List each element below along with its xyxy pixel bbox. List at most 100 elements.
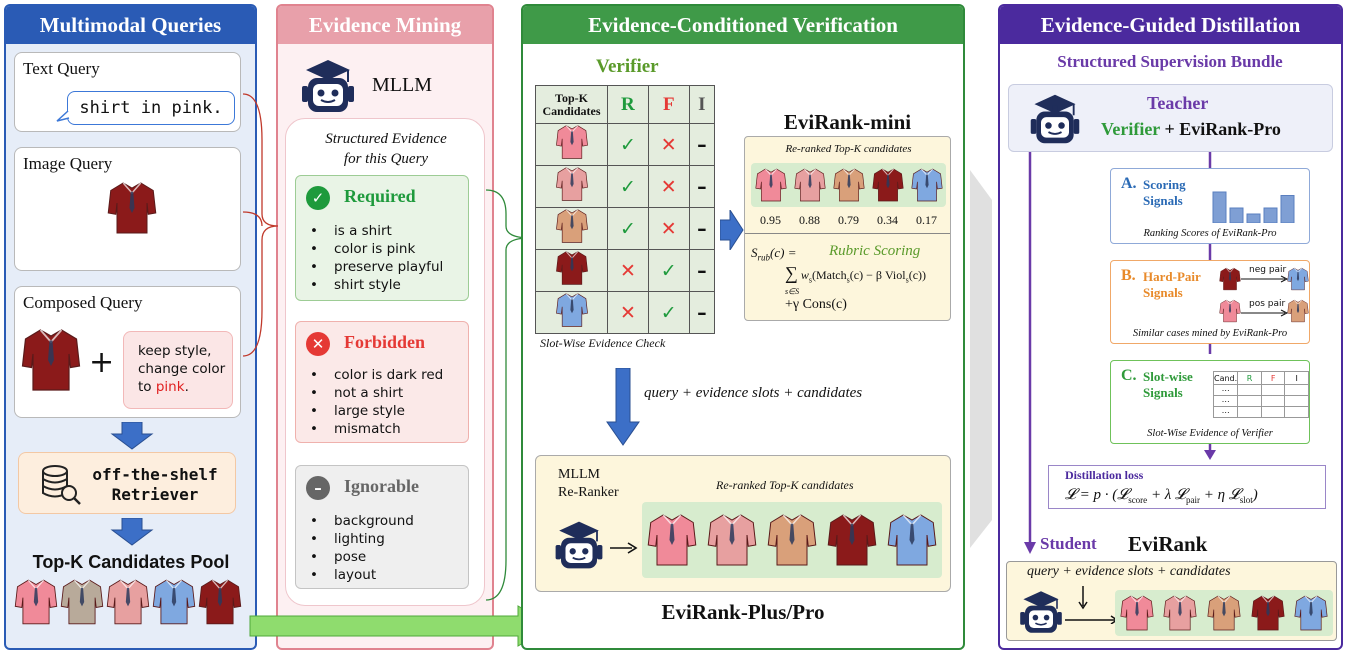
table-row: ✕ ✓ – xyxy=(535,291,716,334)
divider xyxy=(745,233,950,234)
signal-title-line: Signals xyxy=(1143,193,1183,208)
instruction-text: to xyxy=(138,379,156,395)
formula-part: (c)) xyxy=(908,268,927,282)
retriever-label: off-the-shelf Retriever xyxy=(85,465,225,505)
patterned-shirt-image xyxy=(555,208,589,244)
formula-part: s xyxy=(846,275,850,285)
verifier-label: Verifier xyxy=(1101,119,1160,139)
cell xyxy=(1260,395,1286,407)
loss-part: ) xyxy=(1252,487,1258,503)
blue-shirt-image xyxy=(1287,267,1309,291)
bundle-title: Structured Supervision Bundle xyxy=(1057,52,1283,71)
cell xyxy=(1237,395,1262,407)
teacher-box: Teacher Verifier + EviRank-Pro xyxy=(1008,84,1333,152)
pro-label: EviRank-Pro xyxy=(1179,119,1281,139)
i-cell: – xyxy=(688,207,716,250)
required-card: ✓ Required is a shirt color is pink pres… xyxy=(295,175,469,301)
formula-sum-sub: s∈S xyxy=(785,287,800,296)
pos-pair-label: pos pair xyxy=(1249,299,1286,309)
arrow-icon xyxy=(1241,275,1289,283)
ignorable-header: I xyxy=(688,85,716,124)
evidence-item: shirt style xyxy=(308,276,443,294)
loss-part: pair xyxy=(1185,495,1200,505)
teacher-label: Teacher xyxy=(1147,93,1209,113)
formula-lhs: Srub(c) = xyxy=(751,245,796,263)
arrow-icon xyxy=(1241,309,1289,317)
formula-line2: ∑ ws(Matchs(c) − β Viols(c)) xyxy=(785,263,926,284)
evirank-mini-title: EviRank-mini xyxy=(783,110,912,134)
dark-red-shirt-image xyxy=(1219,267,1241,291)
ignorable-list: background lighting pose layout xyxy=(308,512,414,584)
signal-letter: B. xyxy=(1121,267,1136,284)
teacher-models: Verifier + EviRank-Pro xyxy=(1101,119,1281,140)
evidence-item: color is pink xyxy=(308,240,443,258)
candidates-pool-title: Top-K Candidates Pool xyxy=(32,552,230,572)
formula-part: (c) = xyxy=(770,245,797,260)
arrow-icon xyxy=(610,542,638,554)
evidence-item: large style xyxy=(308,402,443,420)
reranker-box: MLLM Re-Ranker Re-ranked Top-K candidate… xyxy=(535,455,951,592)
text-query-label: Text Query xyxy=(23,59,100,78)
loss-title: Distillation loss xyxy=(1065,468,1144,482)
forbidden-card: ✕ Forbidden color is dark red not a shir… xyxy=(295,321,469,443)
evidence-item: not a shirt xyxy=(308,384,443,402)
title-line: Structured Evidence xyxy=(325,131,447,147)
loss-formula: 𝓛 = p · (𝓛score + λ 𝓛pair + η 𝓛slot) xyxy=(1065,486,1258,505)
table-row: ✓ ✕ – xyxy=(535,207,716,250)
mini-scores: 0.95 0.88 0.79 0.34 0.17 xyxy=(751,213,946,228)
robot-icon xyxy=(1027,91,1083,147)
f-cell: ✓ xyxy=(647,291,690,334)
signal-caption: Similar cases mined by EviRank-Pro xyxy=(1132,328,1288,339)
ignorable-card: – Ignorable background lighting pose lay… xyxy=(295,465,469,589)
right-arrow-icon xyxy=(720,210,744,250)
evidence-item: mismatch xyxy=(308,420,443,438)
formula-part: S xyxy=(751,245,758,260)
plus-label: + xyxy=(1159,119,1180,139)
dark-red-shirt-image xyxy=(872,167,904,203)
signal-caption: Ranking Scores of EviRank-Pro xyxy=(1143,228,1277,239)
panel-title: Evidence Mining xyxy=(278,6,492,44)
cell xyxy=(1260,384,1286,396)
required-header: R xyxy=(607,85,649,124)
robot-icon xyxy=(1017,588,1065,636)
slot-check-caption: Slot-Wise Evidence Check xyxy=(540,336,666,350)
i-cell: – xyxy=(688,249,716,292)
i-cell: – xyxy=(688,165,716,208)
f-cell: ✕ xyxy=(647,165,690,208)
signal-title-line: Slot-wise xyxy=(1143,369,1193,384)
ignorable-title: Ignorable xyxy=(344,476,420,496)
instruction-text: . xyxy=(184,379,189,395)
retriever-box: off-the-shelf Retriever xyxy=(18,452,236,514)
student-input: query + evidence slots + candidates xyxy=(1027,564,1231,579)
forbidden-list: color is dark red not a shirt large styl… xyxy=(308,366,443,438)
panel-title: Evidence-Conditioned Verification xyxy=(523,6,963,44)
text-query-box: Text Query shirt in pink. xyxy=(14,52,241,132)
loss-part: + λ 𝓛 xyxy=(1147,487,1186,503)
table-row: ✕ ✓ – xyxy=(535,249,716,292)
patterned-shirt-image xyxy=(1207,593,1241,633)
text-query-bubble: shirt in pink. xyxy=(67,91,235,125)
signal-title-line: Hard-Pair xyxy=(1143,269,1201,284)
f-cell: ✕ xyxy=(647,123,690,166)
down-arrow-icon xyxy=(110,518,154,546)
reranker-caption: Re-ranked Top-K candidates xyxy=(716,478,854,492)
plaid-shirt-image xyxy=(1163,593,1197,633)
r-cell: ✕ xyxy=(607,291,649,334)
score: 0.17 xyxy=(916,213,937,227)
evidence-item: background xyxy=(308,512,414,530)
evidence-item: color is dark red xyxy=(308,366,443,384)
signal-letter: A. xyxy=(1121,175,1137,192)
minus-circle-icon: – xyxy=(306,476,330,500)
score: 0.34 xyxy=(877,213,898,227)
panel-title: Evidence-Guided Distillation xyxy=(1000,6,1341,44)
f-cell: ✓ xyxy=(647,249,690,292)
dark-red-shirt-image xyxy=(827,511,877,569)
blue-shirt-image xyxy=(555,292,589,328)
